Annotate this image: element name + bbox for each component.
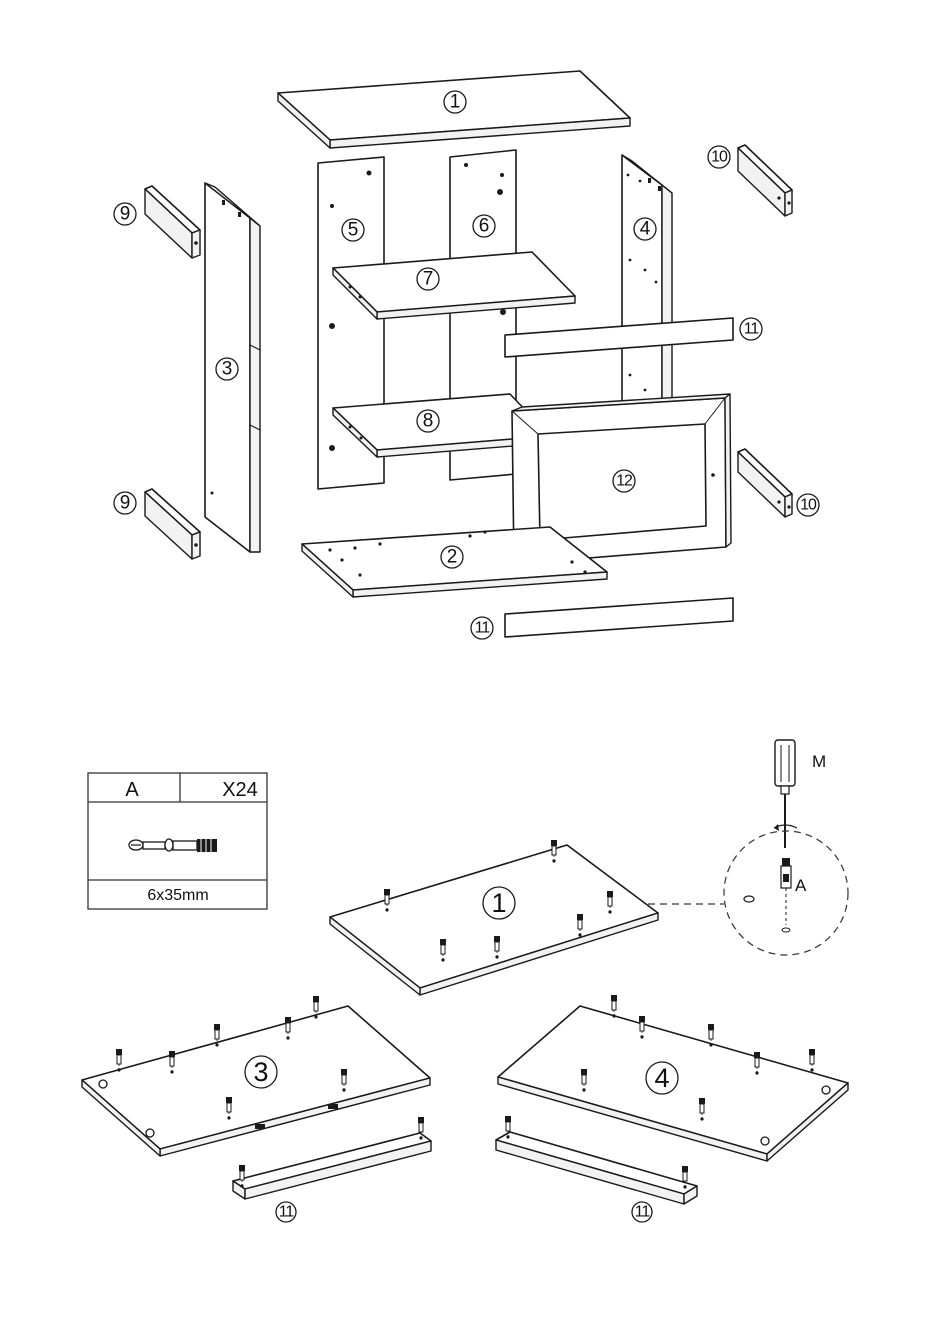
part-9-block-upper <box>145 186 200 258</box>
part-9-block-lower <box>145 489 200 559</box>
hardware-quantity: X24 <box>222 779 258 801</box>
label-part-11-upper: 11 <box>744 321 760 338</box>
label-part-12: 12 <box>616 473 633 490</box>
label-part-10-upper: 10 <box>711 149 728 166</box>
cam-bolt-detail-icon <box>781 858 791 932</box>
cam-bolt-icon <box>809 1049 815 1072</box>
hardware-size: 6x35mm <box>147 887 208 904</box>
label-part-5: 5 <box>348 220 359 241</box>
label-part-9-lower: 9 <box>120 493 131 514</box>
label-part-1: 1 <box>450 92 461 113</box>
label-part-8: 8 <box>423 411 434 432</box>
exploded-view: 1 2 3 4 5 6 7 8 9 9 10 10 11 11 12 <box>114 71 819 639</box>
screwdriver-icon <box>774 740 797 848</box>
label-part-11-lower: 11 <box>475 620 491 637</box>
assembly-panel-1 <box>330 845 658 995</box>
label-part-3: 3 <box>222 359 233 380</box>
label-part-4: 4 <box>640 219 651 240</box>
hardware-part-letter: A <box>125 779 139 801</box>
part-11-rail-upper <box>505 318 733 357</box>
assembly-rail-11-right <box>496 1132 697 1204</box>
assembly-label-part-3: 3 <box>253 1057 268 1087</box>
part-10-block-lower <box>738 449 792 517</box>
tool-label: M <box>812 752 826 771</box>
label-part-2: 2 <box>447 547 458 568</box>
assembly-label-part-11-right: 11 <box>635 1204 651 1221</box>
label-part-10-lower: 10 <box>800 497 817 514</box>
cam-bolt-icon <box>116 1049 122 1072</box>
label-part-9-upper: 9 <box>120 204 131 225</box>
part-11-rail-lower <box>505 598 733 637</box>
hardware-table: A X24 6x35mm <box>88 773 267 909</box>
cam-bolt-icon <box>611 995 617 1018</box>
assembly-rail-11-left <box>233 1133 431 1199</box>
assembly-label-part-11-left: 11 <box>279 1204 295 1221</box>
label-part-6: 6 <box>479 216 490 237</box>
label-part-7: 7 <box>423 269 434 290</box>
assembly-label-part-4: 4 <box>654 1063 669 1093</box>
part-10-block-upper <box>738 145 792 216</box>
detail-label: A <box>795 876 807 895</box>
assembly-label-part-1: 1 <box>491 888 506 918</box>
